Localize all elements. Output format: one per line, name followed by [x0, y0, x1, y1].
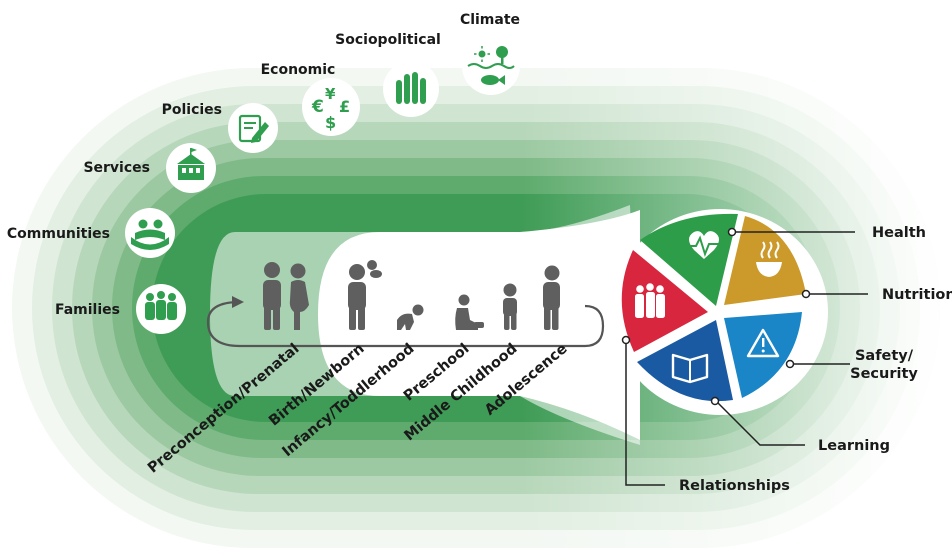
arrowhead-icon	[232, 296, 244, 308]
domain-label-safety: Safety/	[855, 348, 914, 364]
context-label: Climate	[460, 12, 520, 28]
context-services: Services	[83, 143, 216, 193]
context-label: Economic	[261, 62, 336, 78]
life-course-loop-arrow	[206, 300, 605, 348]
life-stage-figures	[263, 260, 560, 330]
child-with-toy-icon	[455, 294, 484, 330]
nutrition-segment	[724, 216, 806, 305]
svg-text:$: $	[325, 113, 336, 132]
domain-label-learning: Learning	[818, 438, 890, 454]
heart-pulse-icon	[685, 231, 722, 259]
context-label: Policies	[162, 102, 222, 118]
community-hands-icon	[131, 219, 169, 250]
domain-label-health: Health	[872, 225, 926, 241]
context-families: Families	[55, 284, 186, 334]
adolescent-icon	[543, 265, 560, 330]
building-icon	[177, 148, 205, 180]
leader-line	[625, 340, 665, 486]
context-label: Families	[55, 302, 120, 318]
context-sociopolitical: Sociopolitical	[335, 32, 441, 117]
svg-text:¥: ¥	[325, 85, 336, 103]
adult-with-baby-icon	[348, 260, 382, 330]
context-communities: Communities	[7, 208, 175, 258]
domain-text: Health Nutrition Safety/ Security Learni…	[679, 225, 952, 494]
svg-text:€: €	[311, 97, 324, 117]
raised-hands-icon	[396, 72, 426, 104]
domain-label-relationships: Relationships	[679, 478, 790, 494]
context-label: Communities	[7, 226, 110, 242]
domain-label-nutrition: Nutrition	[882, 287, 952, 303]
document-pen-icon	[238, 114, 269, 143]
context-climate: Climate	[460, 12, 520, 95]
context-label: Sociopolitical	[335, 32, 441, 48]
leader-dots	[621, 227, 811, 406]
crawling-infant-icon	[397, 304, 424, 330]
context-label: Services	[83, 160, 150, 176]
book-icon	[671, 353, 709, 384]
sun-tree-fish-icon	[467, 46, 515, 85]
currency-icon: € ¥ £ $	[311, 85, 350, 132]
context-economic: € ¥ £ $ Economic	[261, 62, 360, 136]
couple-icon	[263, 262, 309, 330]
domain-labels	[625, 231, 868, 486]
family-icon	[635, 283, 665, 318]
leader-line	[714, 399, 805, 446]
bowl-icon	[756, 241, 782, 277]
nurturing-care-circle	[612, 209, 828, 415]
svg-text:£: £	[339, 97, 350, 116]
middle-child-icon	[503, 283, 517, 330]
warning-icon	[746, 328, 780, 358]
learning-segment	[637, 320, 733, 402]
domain-label-security: Security	[850, 366, 918, 382]
context-icons: Families Communities Servi	[7, 12, 520, 334]
family-icon	[145, 291, 177, 320]
context-policies: Policies	[162, 102, 278, 153]
